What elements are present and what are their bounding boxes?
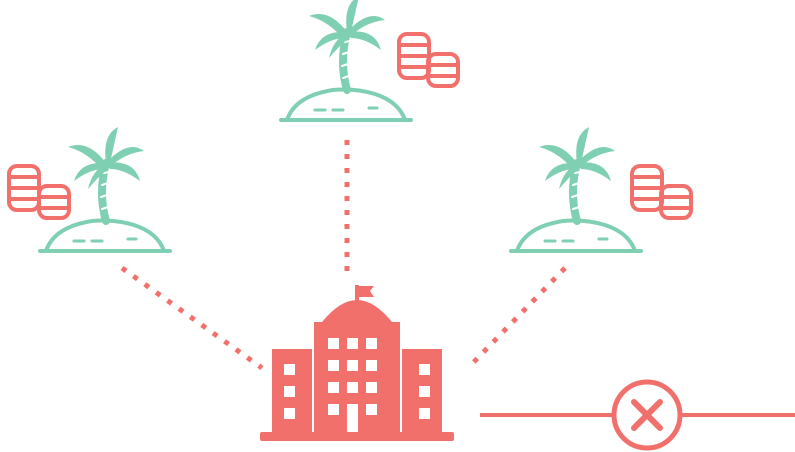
- palm-island-icon: [511, 127, 641, 251]
- dotted-connectors: [120, 140, 567, 371]
- palm-island-icon: [281, 0, 411, 120]
- coin-stacks-icon: [397, 32, 460, 88]
- government-building-icon: [260, 285, 454, 441]
- coin-stacks-icon: [630, 164, 693, 220]
- palm-island-icon: [40, 127, 170, 251]
- connector-right: [466, 266, 567, 370]
- connector-left: [120, 265, 264, 371]
- coin-stacks-icon: [7, 164, 71, 220]
- blocked-x-icon: [611, 379, 683, 451]
